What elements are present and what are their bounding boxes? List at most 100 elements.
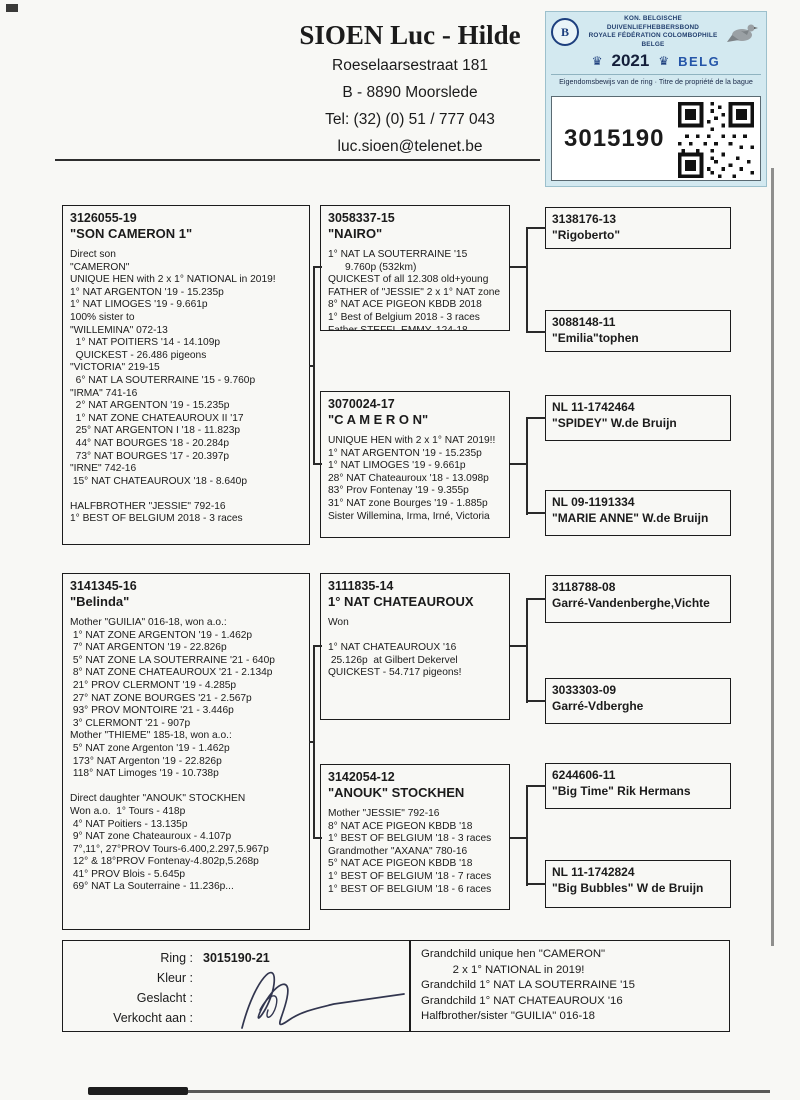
ownership-text: Eigendomsbewijs van de ring · Titre de p… — [551, 74, 761, 86]
connector-line — [510, 463, 528, 465]
geslacht-row: Geslacht : — [63, 988, 409, 1008]
text-line: 27° NAT ZONE BOURGES '21 - 2.567p — [70, 692, 252, 704]
ring-number: 6244606-11 — [552, 768, 616, 782]
text-line: 1° NAT ARGENTON '19 - 15.235p — [328, 447, 482, 459]
text-line: Won a.o. 1° Tours - 418p — [70, 805, 186, 817]
text-line: 4° NAT Poitiers - 13.135p — [70, 818, 188, 830]
text-line: 8° NAT ZONE CHATEAUROUX '21 - 2.134p — [70, 667, 273, 679]
connector-line — [526, 786, 528, 886]
text-line: Grandchild 1° NAT LA SOUTERRAINE '15 — [421, 979, 635, 992]
crown-icon: ♛ — [591, 54, 603, 68]
text-line: 100% sister to — [70, 311, 135, 323]
text-line: 25° NAT ARGENTON I '18 - 11.823p — [70, 425, 241, 437]
text-line: 8° NAT ACE PIGEON KBDB 2018 — [328, 299, 482, 311]
ring-year: 2021 — [611, 51, 650, 70]
pigeon-name: "Belinda" — [70, 594, 130, 609]
text-line: 1° NAT ZONE ARGENTON '19 - 1.462p — [70, 629, 253, 641]
loft-header: SIOEN Luc - Hilde Roeselaarsestraat 181 … — [240, 18, 580, 160]
text-line: UNIQUE HEN with 2 x 1° NAT 2019!! — [328, 435, 496, 446]
pigeon-name: "MARIE ANNE" W.de Bruijn — [552, 511, 709, 525]
loft-phone: Tel: (32) (0) 51 / 777 043 — [325, 111, 495, 128]
text-line: 173° NAT Argenton '19 - 22.826p — [70, 755, 222, 767]
connector-line — [510, 837, 528, 839]
text-line: Mother "JESSIE" 792-16 — [328, 808, 440, 819]
text-line: QUICKEST of all 12.308 old+young — [328, 274, 489, 286]
text-line: "IRNE" 742-16 — [70, 463, 137, 475]
text-line: 1° NAT LIMOGES '19 - 9.661p — [328, 460, 466, 472]
text-line: Grandmother "AXANA" 780-16 — [328, 845, 468, 857]
text-line: Mother "THIEME" 185-18, won a.o.: — [70, 730, 232, 742]
connector-line — [526, 700, 546, 702]
federation-crown-logo-icon: B — [551, 18, 579, 46]
text-line: "WILLEMINA" 072-13 — [70, 324, 168, 336]
pedigree-box-ggp6: 3033303-09 Garré-Vdberghe — [545, 678, 731, 724]
text-line: 3° CLERMONT '21 - 907p — [70, 717, 191, 729]
text-line: 1° NAT LA SOUTERRAINE '15 — [328, 249, 468, 260]
text-line — [70, 781, 302, 794]
scan-edge — [120, 1090, 770, 1093]
text-line: 44° NAT BOURGES '18 - 20.284p — [70, 437, 230, 449]
connector-line — [526, 785, 546, 787]
achievements-list: Direct son"CAMERON"UNIQUE HEN with 2 x 1… — [70, 249, 302, 526]
text-line: "VICTORIA" 219-15 — [70, 362, 160, 374]
text-line: 9.760p (532km) — [328, 261, 417, 273]
text-line: 1° NAT ZONE CHATEAUROUX II '17 — [70, 412, 244, 424]
text-line: QUICKEST - 26.486 pigeons — [70, 349, 207, 361]
text-line: UNIQUE HEN with 2 x 1° NATIONAL in 2019! — [70, 274, 276, 286]
verkocht-label: Verkocht aan : — [113, 1011, 193, 1025]
verkocht-row: Verkocht aan : — [63, 1008, 409, 1028]
pigeon-name: "SON CAMERON 1" — [70, 226, 193, 241]
connector-line — [526, 512, 546, 514]
text-line: 69° NAT La Souterraine - 11.236p... — [70, 881, 234, 893]
text-line — [328, 630, 502, 643]
text-line: Direct son — [70, 249, 116, 260]
header-divider — [55, 159, 540, 161]
text-line: 15° NAT CHATEAUROUX '18 - 8.640p — [70, 475, 248, 487]
qr-code-image — [678, 102, 754, 178]
text-line: 1° BEST OF BELGIUM 2018 - 3 races — [70, 513, 243, 525]
text-line: 5° NAT ACE PIGEON KBDB '18 — [328, 858, 473, 870]
text-line: 31° NAT zone Bourges '19 - 1.885p — [328, 497, 488, 509]
ring-number-panel: 3015190 — [551, 96, 761, 181]
text-line: Mother "GUILIA" 016-18, won a.o.: — [70, 617, 227, 628]
text-line: 93° PROV MONTOIRE '21 - 3.446p — [70, 705, 234, 717]
connector-line — [526, 599, 528, 703]
loft-name: SIOEN Luc - Hilde — [299, 20, 521, 50]
text-line: 1° NAT POITIERS '14 - 14.109p — [70, 337, 221, 349]
text-line: 5° NAT ZONE LA SOUTERRAINE '21 - 640p — [70, 654, 275, 666]
text-line: Father STEFFI, EMMY, 124-18... — [328, 324, 477, 331]
pedigree-box-ggp2: 3088148-11 "Emilia"tophen — [545, 310, 731, 352]
text-line: FATHER of "JESSIE" 2 x 1° NAT zone — [328, 286, 501, 298]
pigeon-name: "SPIDEY" W.de Bruijn — [552, 416, 677, 430]
text-line: 1° BEST OF BELGIUM '18 - 7 races — [328, 870, 492, 882]
text-line: 12° & 18°PROV Fontenay-4.802p,5.268p — [70, 856, 259, 868]
pigeon-name: Garré-Vandenberghe,Vichte — [552, 596, 710, 610]
text-line: 41° PROV Blois - 5.645p — [70, 868, 186, 880]
text-line: 2° NAT ARGENTON '19 - 15.235p — [70, 400, 230, 412]
pedigree-box-grandfather-paternal: 3058337-15 "NAIRO" 1° NAT LA SOUTERRAINE… — [320, 205, 510, 331]
pedigree-box-ggp4: NL 09-1191334 "MARIE ANNE" W.de Bruijn — [545, 490, 731, 536]
scan-artifact — [88, 1087, 188, 1095]
text-line: 118° NAT Limoges '19 - 10.738p — [70, 768, 219, 780]
emblem-icon: ♛ — [658, 54, 670, 68]
pigeon-icon — [727, 24, 758, 42]
text-line: 1° NAT ARGENTON '19 - 15.235p — [70, 286, 224, 298]
text-line: QUICKEST - 54.717 pigeons! — [328, 667, 462, 679]
pigeon-name: "ANOUK" STOCKHEN — [328, 785, 465, 800]
connector-line — [313, 463, 322, 465]
ring-serial-number: 3015190 — [564, 124, 665, 152]
summary-notes-box: Grandchild unique hen "CAMERON" 2 x 1° N… — [410, 940, 730, 1032]
ring-number: 3141345-16 — [70, 579, 137, 593]
ring-number: 3070024-17 — [328, 397, 395, 411]
loft-address: Roeselaarsestraat 181 — [332, 57, 488, 74]
ring-number: 3033303-09 — [552, 683, 617, 697]
text-line: 2 x 1° NATIONAL in 2019! — [421, 963, 585, 976]
pigeon-name: "Emilia"tophen — [552, 331, 639, 345]
stamp-year-row: ♛ 2021 ♛ BELG — [546, 51, 766, 71]
kleur-label: Kleur : — [156, 971, 193, 985]
signature — [241, 971, 405, 1029]
ring-number: 3142054-12 — [328, 770, 395, 784]
pedigree-box-mother: 3141345-16 "Belinda" Mother "GUILIA" 016… — [62, 573, 310, 930]
